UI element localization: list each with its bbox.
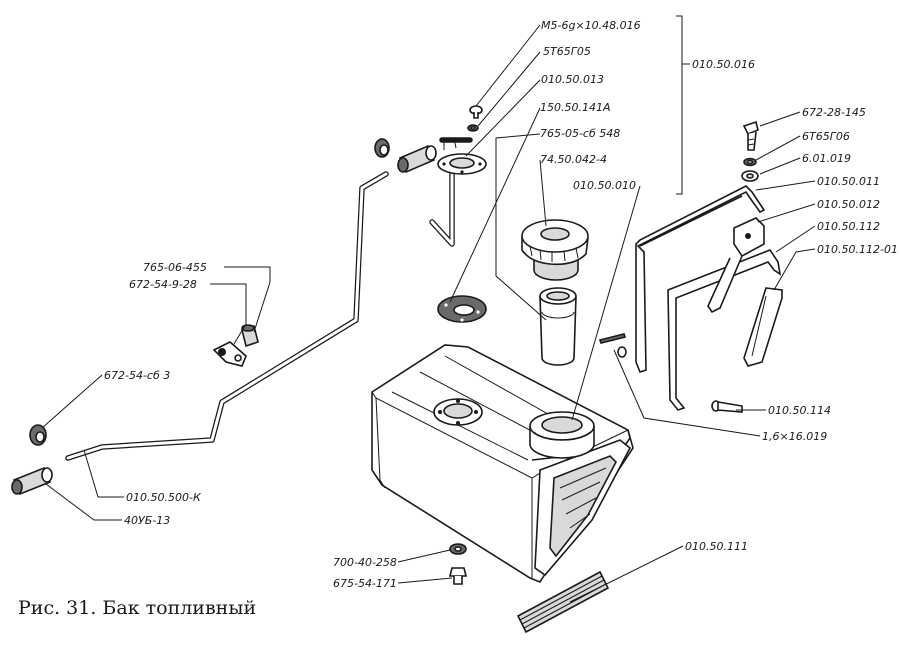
label-40ub-13: 40УБ-13	[124, 514, 170, 527]
label-672-54-9-28: 672-54-9-28	[129, 278, 197, 291]
washer-5t65g05	[467, 124, 479, 132]
label-675-54-171: 675-54-171	[333, 577, 397, 590]
washer-6-01-019	[741, 170, 759, 182]
fuel-pipe	[65, 171, 389, 461]
label-010-50-013: 010.50.013	[541, 73, 604, 86]
fuel-tank	[371, 344, 634, 583]
leader-lines	[41, 15, 816, 603]
bracket-010-50-012	[707, 217, 765, 314]
label-672-54-sb3: 672-54-сб 3	[104, 369, 170, 382]
label-74-50-042-4: 74.50.042-4	[540, 153, 607, 166]
filler-cap	[521, 219, 589, 281]
label-010-50-114: 010.50.114	[768, 404, 831, 417]
nut-lower	[29, 424, 47, 446]
label-010-50-112-01: 010.50.112-01	[817, 243, 898, 256]
label-010-50-111: 010.50.111	[685, 540, 748, 553]
filler-tube	[539, 287, 577, 366]
bolt-672-28-145	[742, 120, 759, 151]
label-010-50-012: 010.50.012	[817, 198, 880, 211]
label-765-06-455: 765-06-455	[143, 261, 207, 274]
gasket-ring	[437, 295, 487, 323]
hose-lower	[11, 466, 53, 496]
label-150-50-141a: 150.50.141А	[540, 101, 611, 114]
label-m5-screw: М5-6g×10.48.016	[541, 19, 641, 32]
strap-010-50-011	[635, 185, 766, 373]
label-6-01-019: 6.01.019	[802, 152, 851, 165]
figure-caption: Рис. 31. Бак топливный	[18, 597, 257, 619]
label-010-50-011: 010.50.011	[817, 175, 880, 188]
label-765-05-sb548: 765-05-сб 548	[540, 127, 620, 140]
label-010-50-016: 010.50.016	[692, 58, 755, 71]
cotter-pin	[598, 333, 627, 358]
pad-010-50-112-01	[743, 287, 783, 367]
felt-strip	[516, 570, 610, 634]
label-6t65g06: 6Т65Г06	[802, 130, 850, 143]
nut-upper	[374, 138, 390, 158]
pipe-clamp	[212, 341, 247, 367]
washer-6t65g06	[743, 157, 757, 167]
screw-m5	[469, 105, 483, 119]
label-010-50-010: 010.50.010	[573, 179, 636, 192]
washer-700-40-258	[449, 543, 467, 555]
label-1-6x16-019: 1,6×16.019	[762, 430, 827, 443]
label-010-50-112: 010.50.112	[817, 220, 880, 233]
label-5t65g05: 5Т65Г05	[543, 45, 591, 58]
fuel-level-sender	[429, 137, 487, 247]
hose-upper	[397, 144, 437, 174]
drain-plug	[448, 567, 468, 585]
label-672-28-145: 672-28-145	[802, 106, 866, 119]
label-010-50-500-k: 010.50.500-К	[126, 491, 202, 504]
label-700-40-258: 700-40-258	[333, 556, 397, 569]
